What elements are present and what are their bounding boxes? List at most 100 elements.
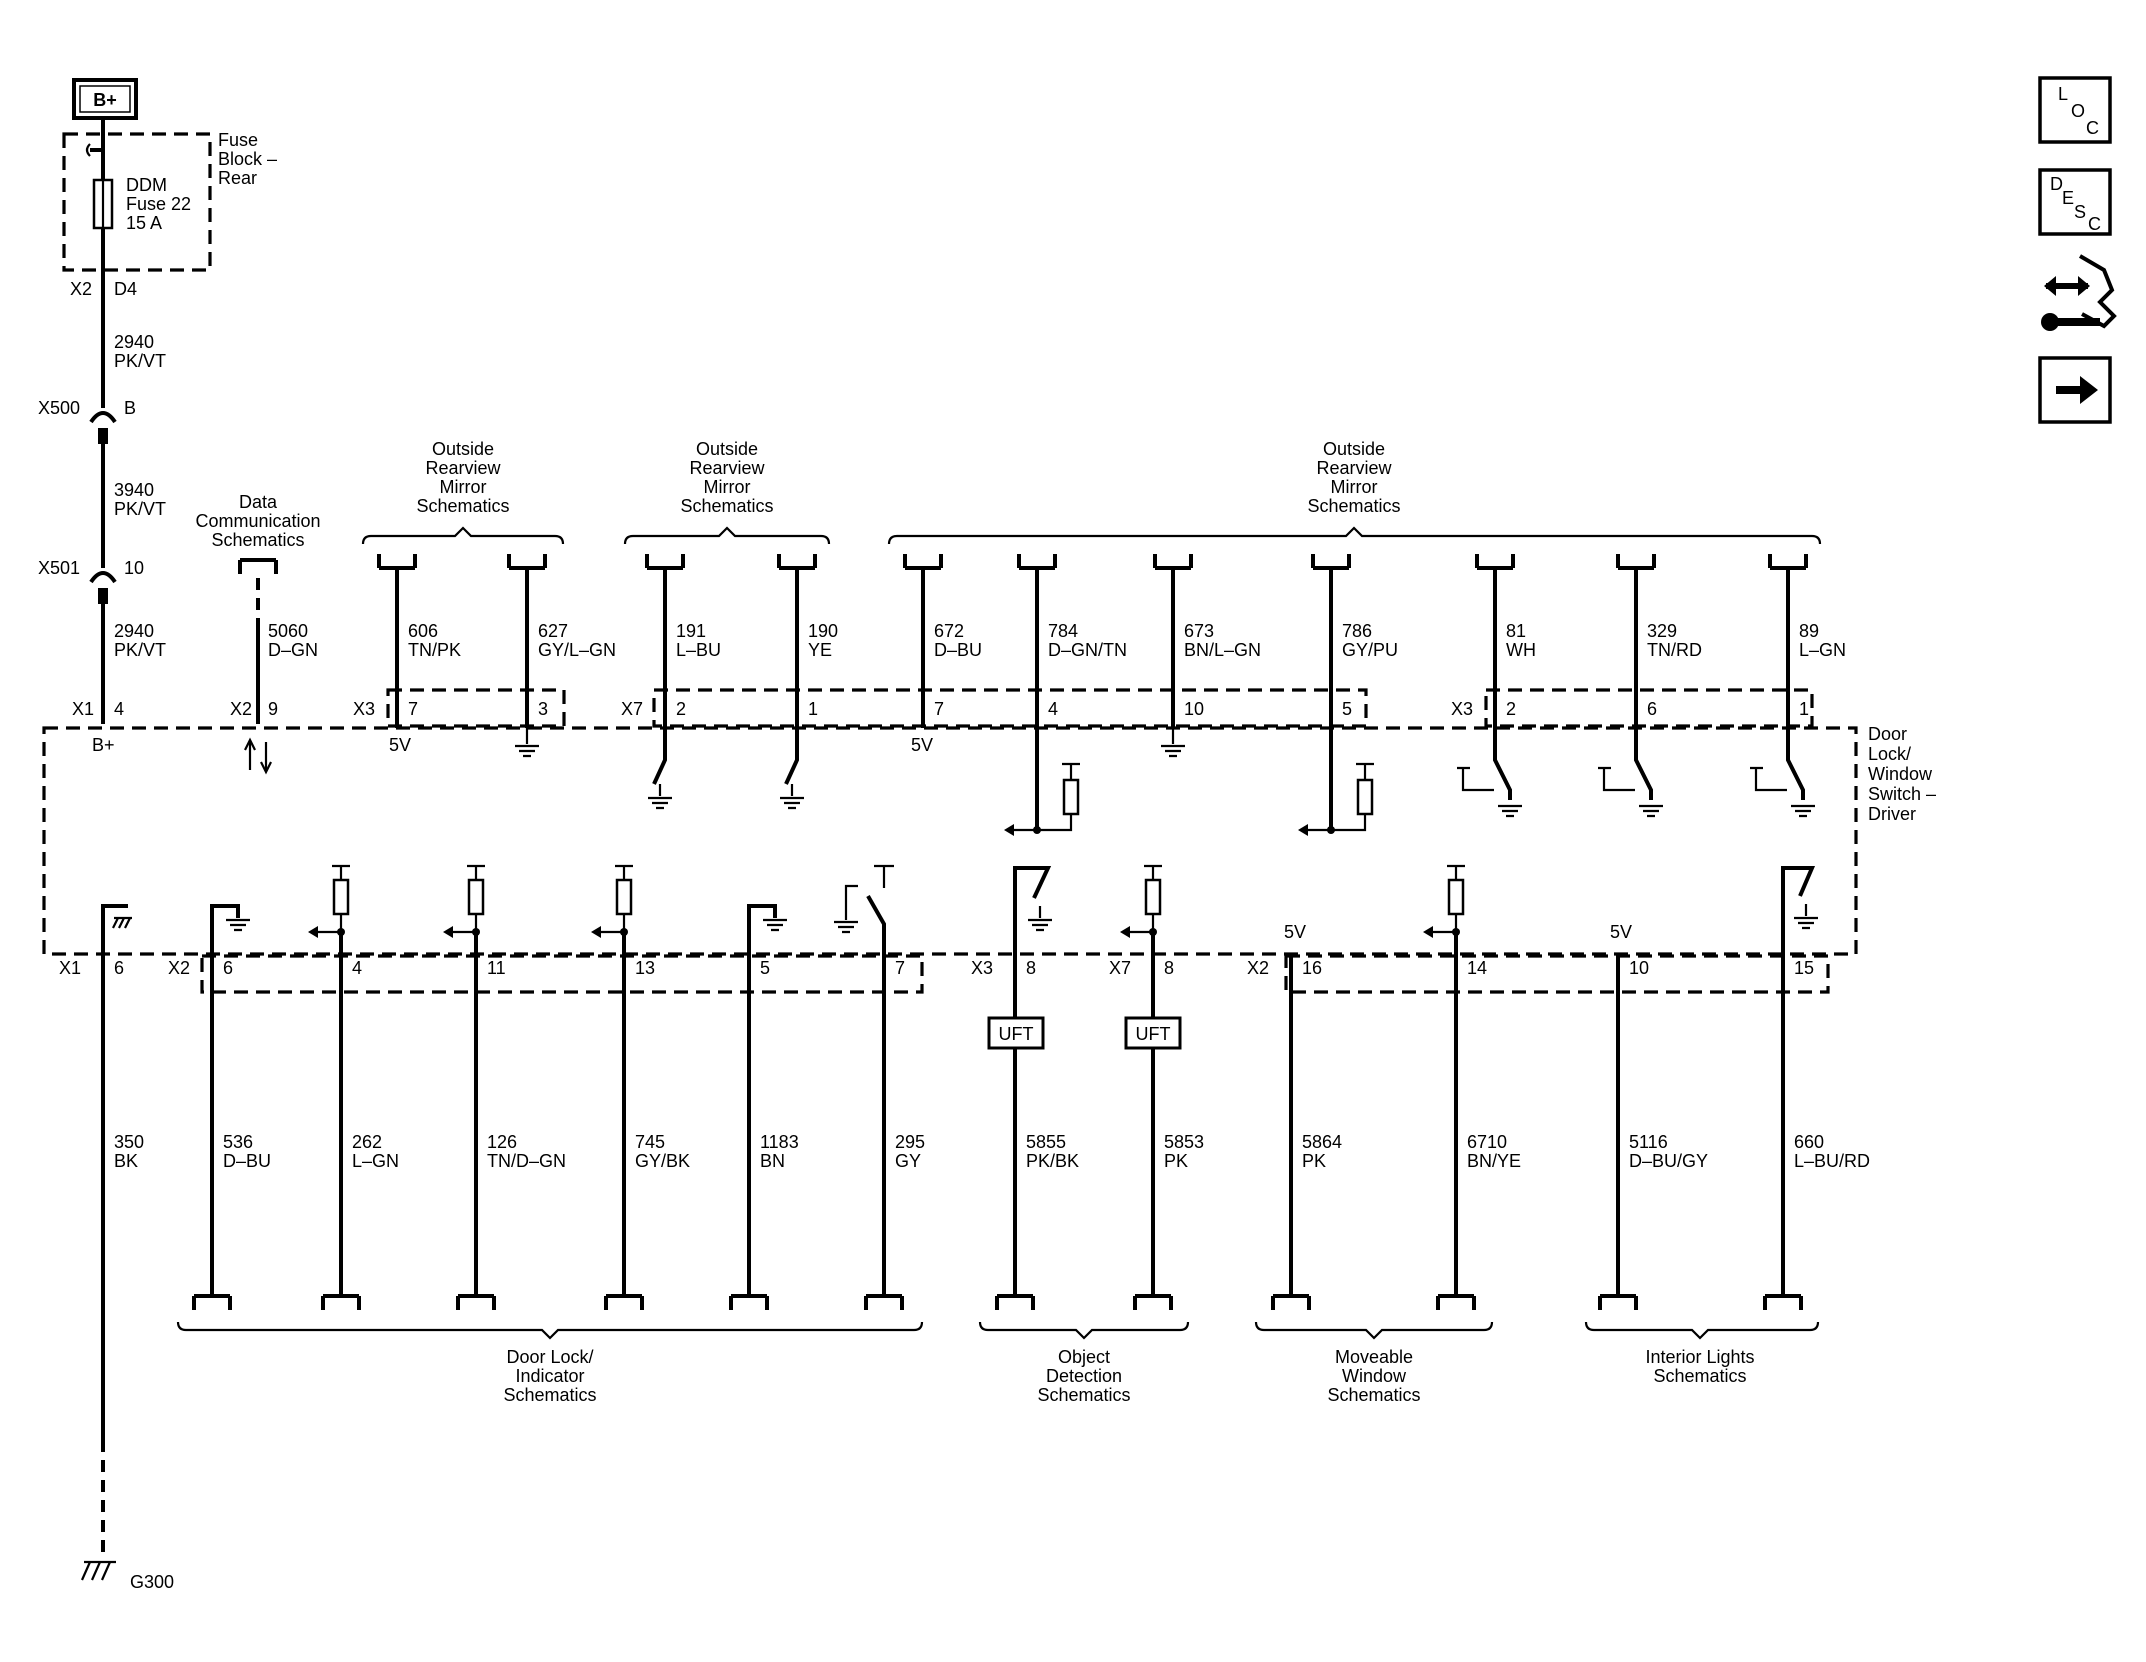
- wire-pin-number: 10: [1629, 958, 1649, 978]
- wire-circuit-number: 191: [676, 621, 706, 641]
- wire-color-code: L–BU/RD: [1794, 1151, 1870, 1171]
- top-ref-mirror-2: Outside Rearview Mirror Schematics: [623, 439, 831, 545]
- wire-connector-id: X3: [1451, 699, 1473, 719]
- svg-text:X1: X1: [72, 699, 94, 719]
- wire-circuit-number: 5864: [1302, 1132, 1342, 1152]
- svg-text:3940: 3940: [114, 480, 154, 500]
- wire-color-code: GY/BK: [635, 1151, 690, 1171]
- svg-text:2940: 2940: [114, 621, 154, 641]
- svg-text:Window: Window: [1342, 1366, 1407, 1386]
- wire-circuit-number: 329: [1647, 621, 1677, 641]
- wire-pin-number: 7: [895, 958, 905, 978]
- wire-pin-number: 5: [1342, 699, 1352, 719]
- wire-pin-number: 5: [760, 958, 770, 978]
- bottom-ref-moveable-window: Moveable Window Schematics: [1254, 1321, 1494, 1405]
- wire-color-code: L–GN: [1799, 640, 1846, 660]
- svg-text:PK/VT: PK/VT: [114, 640, 166, 660]
- wire-circuit-number: 784: [1048, 621, 1078, 641]
- wire-pin-number: 14: [1467, 958, 1487, 978]
- wire-circuit-number: 6710: [1467, 1132, 1507, 1152]
- wire-circuit-number: 672: [934, 621, 964, 641]
- wire-color-code: D–GN/TN: [1048, 640, 1127, 660]
- wire-color-code: GY: [895, 1151, 921, 1171]
- svg-text:5V: 5V: [911, 735, 933, 755]
- wire-connector-id: X1: [59, 958, 81, 978]
- wire-color-code: D–BU/GY: [1629, 1151, 1708, 1171]
- wire-circuit-number: 627: [538, 621, 568, 641]
- wire-connector-id: X3: [971, 958, 993, 978]
- svg-text:Block –: Block –: [218, 149, 277, 169]
- wire-pin-number: 1: [1799, 699, 1809, 719]
- svg-text:Outside: Outside: [432, 439, 494, 459]
- wire-circuit-number: 1183: [760, 1132, 799, 1152]
- next-page-arrow-button[interactable]: [2038, 356, 2112, 424]
- fuse-conn-label: X2: [70, 279, 92, 299]
- svg-text:X501: X501: [38, 558, 80, 578]
- svg-text:Object: Object: [1058, 1347, 1110, 1367]
- wire-color-code: D–BU: [223, 1151, 271, 1171]
- wire-color-code: GY/L–GN: [538, 640, 616, 660]
- wire-circuit-number: 606: [408, 621, 438, 641]
- wire-connector-id: X2: [1247, 958, 1269, 978]
- location-view-button[interactable]: L O C: [2038, 76, 2112, 144]
- module-internal-bottom: 5V 5V: [101, 864, 1818, 954]
- wire-color-code: PK/BK: [1026, 1151, 1079, 1171]
- uft-device-2: UFT: [1124, 1016, 1182, 1050]
- svg-text:X500: X500: [38, 398, 80, 418]
- svg-text:Rearview: Rearview: [1316, 458, 1392, 478]
- svg-text:Outside: Outside: [696, 439, 758, 459]
- wire-color-code: D–BU: [934, 640, 982, 660]
- wire-circuit-number: 786: [1342, 621, 1372, 641]
- svg-text:Schematics: Schematics: [1307, 496, 1400, 516]
- svg-text:Switch –: Switch –: [1868, 784, 1936, 804]
- wire-circuit-number: 660: [1794, 1132, 1824, 1152]
- wire-connector-id: X7: [621, 699, 643, 719]
- wire-color-code: L–GN: [352, 1151, 399, 1171]
- svg-text:O: O: [2071, 101, 2085, 121]
- wire-color-code: TN/PK: [408, 640, 461, 660]
- svg-text:Communication: Communication: [195, 511, 320, 531]
- svg-text:UFT: UFT: [999, 1024, 1034, 1044]
- svg-text:9: 9: [268, 699, 278, 719]
- wire-color-code: L–BU: [676, 640, 721, 660]
- wire-circuit-number: 745: [635, 1132, 665, 1152]
- top-wire-89: 89L–GN1: [1768, 554, 1846, 728]
- svg-text:D–GN: D–GN: [268, 640, 318, 660]
- wire-pin-number: 3: [538, 699, 548, 719]
- description-view-button[interactable]: D E S C: [2038, 168, 2112, 236]
- svg-text:15 A: 15 A: [126, 213, 162, 233]
- wire-pin-number: 7: [408, 699, 418, 719]
- svg-text:E: E: [2062, 188, 2074, 208]
- svg-text:Fuse 22: Fuse 22: [126, 194, 191, 214]
- svg-text:5V: 5V: [389, 735, 411, 755]
- wire-pin-number: 2: [1506, 699, 1516, 719]
- wire-color-code: TN/RD: [1647, 640, 1702, 660]
- svg-text:Schematics: Schematics: [1037, 1385, 1130, 1405]
- svg-text:Mirror: Mirror: [704, 477, 751, 497]
- svg-text:B: B: [124, 398, 136, 418]
- wire-color-code: WH: [1506, 640, 1536, 660]
- bottom-ref-interior-lights: Interior Lights Schematics: [1584, 1321, 1820, 1386]
- wire-color-code: PK: [1164, 1151, 1188, 1171]
- svg-text:2940: 2940: [114, 332, 154, 352]
- svg-text:Outside: Outside: [1323, 439, 1385, 459]
- connector-repair-icon[interactable]: [2041, 254, 2117, 331]
- svg-text:C: C: [2088, 214, 2101, 234]
- svg-text:Schematics: Schematics: [503, 1385, 596, 1405]
- ground-g300: G300: [80, 1560, 174, 1592]
- wire-pin-number: 6: [223, 958, 233, 978]
- svg-text:D: D: [2050, 174, 2063, 194]
- svg-text:C: C: [2086, 118, 2099, 138]
- wire-circuit-number: 5855: [1026, 1132, 1066, 1152]
